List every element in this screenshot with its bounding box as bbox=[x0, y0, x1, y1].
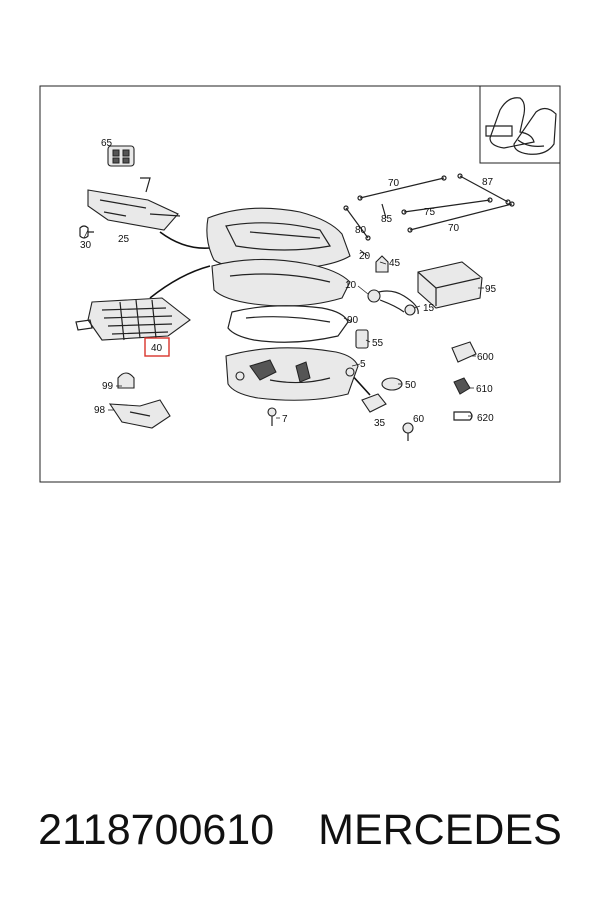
part-60-screw bbox=[402, 422, 414, 441]
callout-15: 15 bbox=[423, 303, 435, 314]
part-35-bracket bbox=[361, 393, 387, 413]
callout-65: 65 bbox=[101, 138, 113, 149]
callout-55: 55 bbox=[372, 338, 384, 349]
highlight-box-40 bbox=[144, 337, 170, 357]
callout-87: 87 bbox=[482, 177, 494, 188]
part-40-seat-grid bbox=[75, 297, 191, 341]
part-99-knob bbox=[117, 372, 135, 389]
callout-45: 45 bbox=[389, 258, 401, 269]
callout-20: 20 bbox=[359, 251, 371, 262]
callout-30: 30 bbox=[80, 240, 92, 251]
callout-40: 40 bbox=[151, 343, 163, 354]
part-caption: 2118700610 MERCEDES bbox=[0, 800, 600, 860]
callout-80: 80 bbox=[355, 225, 367, 236]
part-30-clip bbox=[79, 225, 94, 239]
callout-620: 620 bbox=[477, 413, 494, 424]
seat-locator-inset bbox=[479, 85, 561, 164]
part-25-front-trim bbox=[87, 177, 181, 231]
callout-50: 50 bbox=[405, 380, 417, 391]
callout-25: 25 bbox=[118, 234, 130, 245]
callout-7: 7 bbox=[282, 414, 288, 425]
callout-85: 85 bbox=[381, 214, 393, 225]
callout-98: 98 bbox=[94, 405, 106, 416]
arrow-25-to-cushion bbox=[159, 231, 211, 249]
callout-90: 90 bbox=[347, 315, 359, 326]
part-90-seat-foam bbox=[227, 305, 349, 343]
part-98-lever bbox=[108, 399, 171, 429]
part-7-screw bbox=[267, 407, 277, 426]
part-620-bulb bbox=[453, 411, 473, 421]
callout-75: 75 bbox=[424, 207, 436, 218]
part-45-clip bbox=[375, 255, 389, 273]
callout-5: 5 bbox=[360, 359, 366, 370]
callout-10: 10 bbox=[345, 280, 357, 291]
callout-60: 60 bbox=[413, 414, 425, 425]
arrow-40-to-cushion bbox=[149, 265, 211, 299]
part-rods bbox=[343, 173, 515, 241]
callout-99: 99 bbox=[102, 381, 114, 392]
part-600-switch bbox=[451, 341, 477, 363]
part-15-harness bbox=[367, 289, 419, 316]
part-610-clip bbox=[453, 377, 471, 395]
part-55-connector bbox=[355, 329, 369, 349]
part-number: 2118700610 bbox=[38, 805, 275, 854]
callout-610: 610 bbox=[476, 384, 493, 395]
part-20-seat-cushion bbox=[206, 207, 351, 271]
brand-name: MERCEDES bbox=[318, 805, 562, 854]
callout-70-top: 70 bbox=[388, 178, 400, 189]
callout-70-bottom: 70 bbox=[448, 223, 460, 234]
diagram-frame bbox=[39, 85, 561, 483]
callout-35: 35 bbox=[374, 418, 386, 429]
part-10-cushion-pad bbox=[211, 258, 351, 307]
part-95-block bbox=[417, 261, 483, 309]
callout-95: 95 bbox=[485, 284, 497, 295]
part-5-seat-pan bbox=[225, 347, 359, 401]
callout-600: 600 bbox=[477, 352, 494, 363]
leader-lines bbox=[83, 229, 484, 419]
part-65 bbox=[107, 145, 135, 167]
